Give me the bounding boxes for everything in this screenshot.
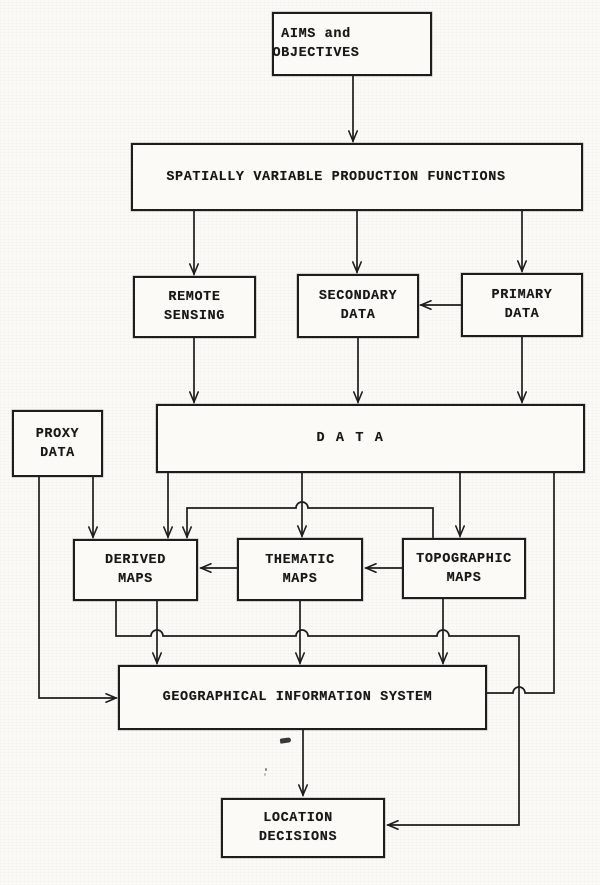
node-production-functions: SPATIALLY VARIABLE PRODUCTION FUNCTIONS — [131, 143, 583, 211]
label-line: AIMS and — [281, 27, 351, 42]
node-secondary-data-label: SECONDARY DATA — [319, 287, 397, 325]
node-production-functions-label: SPATIALLY VARIABLE PRODUCTION FUNCTIONS — [166, 168, 505, 187]
label-line: SENSING — [164, 309, 225, 324]
edge-proxy-to-gis — [38, 476, 116, 698]
label-line: THEMATIC — [265, 552, 335, 568]
node-geographical-information-system: GEOGRAPHICAL INFORMATION SYSTEM — [118, 665, 487, 730]
node-thematic-maps-label: THEMATIC MAPS — [265, 551, 335, 589]
edge-topographic-to-derived — [187, 501, 434, 537]
node-primary-data-label: PRIMARY DATA — [492, 286, 553, 324]
label-line: DECISIONS — [258, 830, 338, 845]
label-line: DATA — [40, 445, 75, 461]
node-thematic-maps: THEMATIC MAPS — [237, 538, 363, 601]
label-line: SECONDARY — [318, 289, 398, 304]
label-line: MAPS — [118, 572, 153, 587]
label-line: GEOGRAPHICAL INFORMATION SYSTEM — [162, 690, 433, 705]
node-location-decisions-label: LOCATION DECISIONS — [259, 809, 337, 847]
label-line: TOPOGRAPHIC — [416, 551, 512, 567]
edge-data-gis-link — [486, 472, 555, 694]
label-line: OBJECTIVES — [272, 46, 360, 61]
node-primary-data: PRIMARY DATA — [461, 273, 583, 337]
label-line: REMOTE — [168, 290, 221, 305]
label-line: PRIMARY — [491, 288, 553, 303]
node-aims-objectives-label: AIMS and OBJECTIVES — [272, 25, 359, 63]
label-line: DERIVED — [105, 553, 166, 568]
node-topographic-maps: TOPOGRAPHIC MAPS — [402, 538, 526, 599]
node-proxy-data: PROXY DATA — [12, 410, 103, 477]
node-data: D A T A — [156, 404, 585, 473]
label-line: PROXY — [35, 426, 80, 442]
node-proxy-data-label: PROXY DATA — [36, 425, 80, 463]
label-line: DATA — [340, 308, 376, 323]
node-location-decisions: LOCATION DECISIONS — [221, 798, 385, 858]
label-line: SPATIALLY VARIABLE PRODUCTION FUNCTIONS — [166, 169, 506, 185]
edge-derived-to-location — [115, 600, 520, 825]
label-line: MAPS — [446, 570, 482, 586]
node-derived-maps: DERIVED MAPS — [73, 539, 198, 601]
node-gis-label: GEOGRAPHICAL INFORMATION SYSTEM — [163, 688, 433, 707]
node-secondary-data: SECONDARY DATA — [297, 274, 419, 338]
label-line: D A T A — [316, 431, 385, 446]
label-line: MAPS — [282, 571, 318, 587]
node-remote-sensing-label: REMOTE SENSING — [164, 288, 225, 326]
node-derived-maps-label: DERIVED MAPS — [105, 551, 166, 589]
label-line: LOCATION — [263, 811, 333, 826]
ink-speck — [265, 768, 267, 771]
node-aims-objectives: AIMS and OBJECTIVES — [272, 12, 432, 76]
node-data-label: D A T A — [317, 429, 385, 448]
label-line: DATA — [504, 307, 540, 322]
node-remote-sensing: REMOTE SENSING — [133, 276, 256, 338]
node-topographic-maps-label: TOPOGRAPHIC MAPS — [416, 550, 512, 588]
